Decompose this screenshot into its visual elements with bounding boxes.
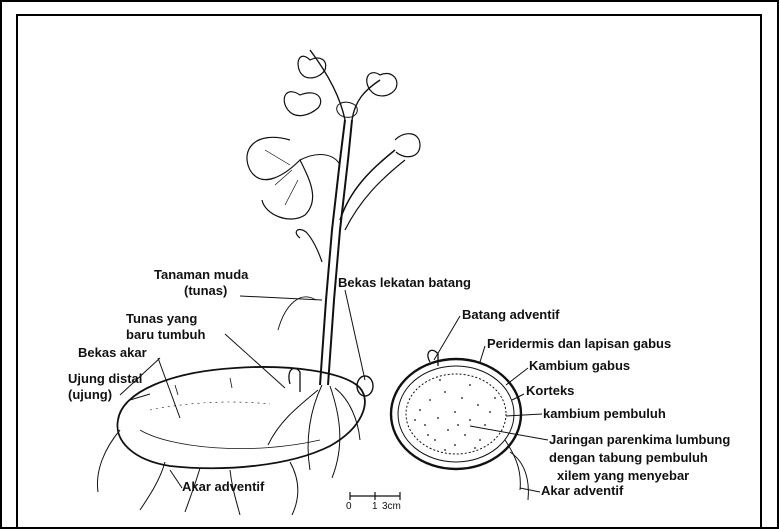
label-bekas-lekatan-batang: Bekas lekatan batang [338, 276, 471, 290]
label-bekas-akar: Bekas akar [78, 346, 147, 360]
label-ujung-distal: Ujung distal [68, 372, 142, 386]
label-jaringan-line2: dengan tabung pembuluh [549, 451, 708, 465]
parenchyma-stipple [414, 379, 496, 451]
label-akar-adventif-right: Akar adventif [541, 484, 623, 498]
label-korteks: Korteks [526, 384, 574, 398]
label-ujung: (ujung) [68, 388, 112, 402]
label-peridermis: Peridermis dan lapisan gabus [487, 337, 671, 351]
cross-section-drawing [391, 350, 528, 500]
label-jaringan-line1: Jaringan parenkima lumbung [549, 433, 730, 447]
label-tanaman-muda: Tanaman muda [154, 268, 248, 282]
label-batang-adventif: Batang adventif [462, 308, 560, 322]
scale-zero: 0 [346, 501, 352, 512]
label-jaringan-line3: xilem yang menyebar [557, 469, 689, 483]
label-tunas-yang: Tunas yang [126, 312, 197, 326]
scale-unit: 3cm [382, 501, 401, 512]
scale-bar [350, 492, 400, 500]
label-baru-tumbuh: baru tumbuh [126, 328, 205, 342]
label-kambium-pembuluh: kambium pembuluh [543, 407, 666, 421]
label-akar-adventif-left: Akar adventif [182, 480, 264, 494]
label-kambium-gabus: Kambium gabus [529, 359, 630, 373]
scale-one: 1 [372, 501, 378, 512]
label-tunas: (tunas) [184, 284, 227, 298]
